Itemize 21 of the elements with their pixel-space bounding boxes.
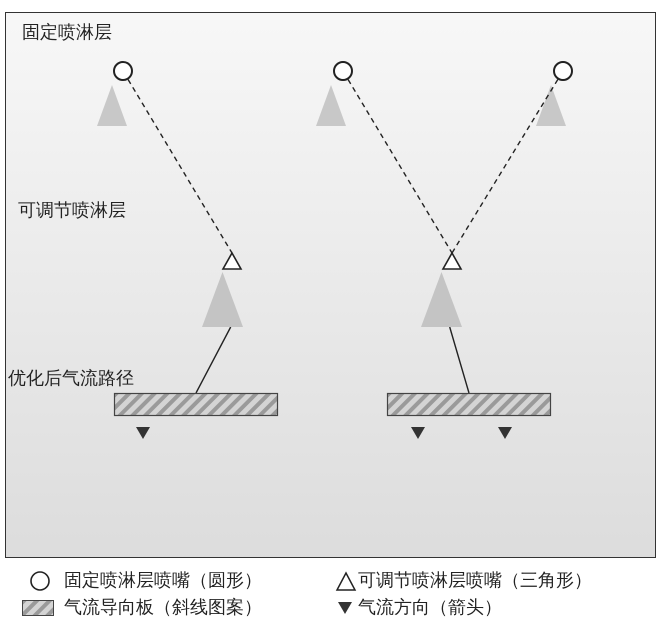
connector-line [195, 326, 232, 394]
dashed-line [348, 79, 453, 254]
guide-plate [387, 393, 551, 416]
nozzle-triangle [442, 252, 462, 270]
dashed-line [128, 79, 233, 254]
nozzle-circle [553, 61, 573, 81]
legend-text: 气流方向（箭头） [358, 597, 502, 619]
connector-line [449, 326, 470, 394]
spray-cone [202, 272, 243, 327]
nozzle-circle [333, 61, 353, 81]
spray-cone [421, 272, 462, 327]
dashed-line [451, 79, 558, 254]
nozzle-triangle [222, 252, 242, 270]
nozzle-circle [113, 61, 133, 81]
legend-text: 气流导向板（斜线图案） [64, 597, 262, 619]
layer-label: 固定喷淋层 [22, 22, 112, 44]
layer-label: 优化后气流路径 [8, 368, 134, 390]
legend-text: 可调节喷淋层喷嘴（三角形） [358, 570, 592, 592]
guide-plate [114, 393, 278, 416]
legend-text: 固定喷淋层喷嘴（圆形） [64, 570, 262, 592]
layer-label: 可调节喷淋层 [18, 200, 126, 222]
